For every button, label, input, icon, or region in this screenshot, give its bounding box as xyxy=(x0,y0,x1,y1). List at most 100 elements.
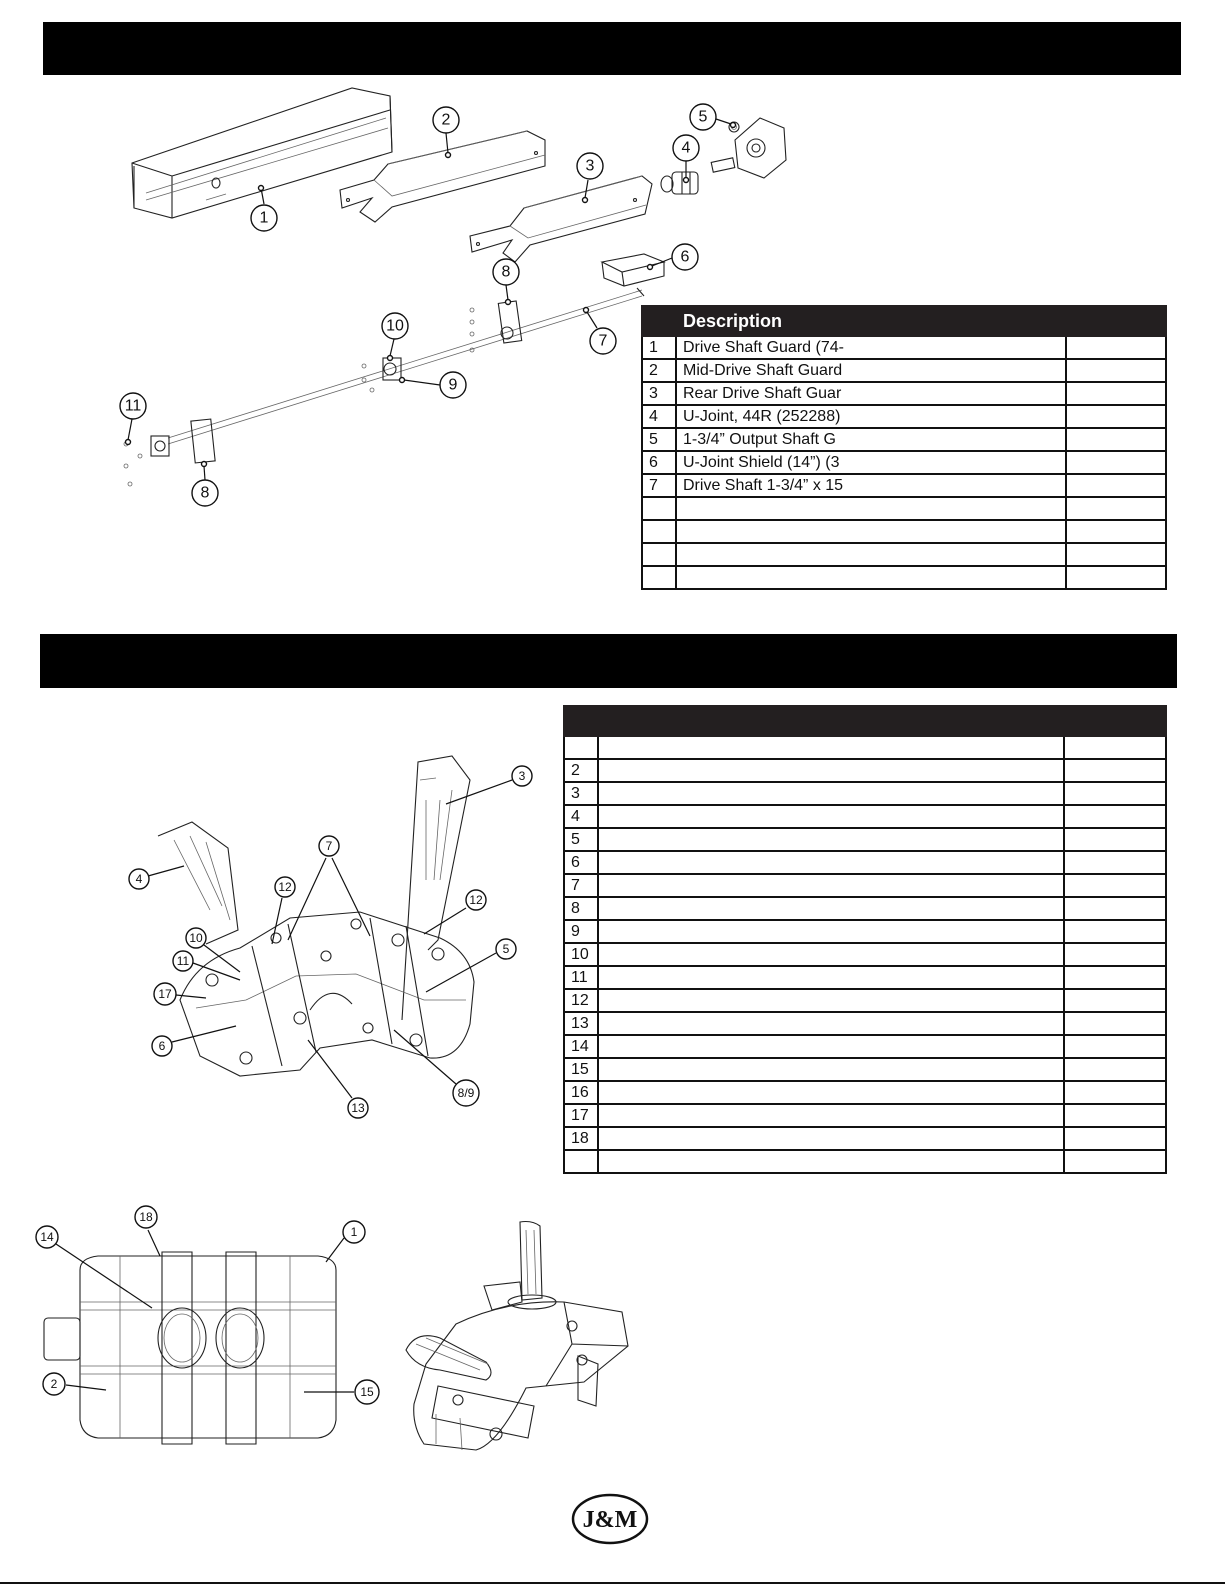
svg-text:4: 4 xyxy=(682,140,691,157)
svg-text:6: 6 xyxy=(159,1039,166,1053)
item-extra xyxy=(1063,850,1167,875)
callout-12-left: 12 xyxy=(271,876,296,945)
table-header-row: Description xyxy=(641,305,1167,337)
svg-text:10: 10 xyxy=(189,931,203,945)
item-number: 11 xyxy=(563,965,599,990)
table-row: 11 xyxy=(563,965,1167,990)
output-shaft-gearbox-drawing xyxy=(728,117,787,179)
callout-9: 9 xyxy=(398,371,467,399)
svg-text:2: 2 xyxy=(51,1377,58,1391)
item-extra xyxy=(1063,735,1167,760)
item-number: 2 xyxy=(563,758,599,783)
item-number: 10 xyxy=(563,942,599,967)
callout-5: 5 xyxy=(689,103,737,131)
svg-text:8: 8 xyxy=(502,264,511,281)
gearbox-iso-drawing xyxy=(405,1220,629,1451)
callout-6: 6 xyxy=(646,243,699,271)
item-extra xyxy=(1063,988,1167,1013)
item-number: 15 xyxy=(563,1057,599,1082)
table-row: 12 xyxy=(563,988,1167,1013)
table-row: 13 xyxy=(563,1011,1167,1036)
item-description xyxy=(597,850,1065,875)
callout-1: 1 xyxy=(250,184,278,232)
item-number xyxy=(641,519,677,544)
item-number: 2 xyxy=(641,358,677,383)
section-banner-top xyxy=(43,22,1181,75)
item-number xyxy=(641,565,677,590)
item-description xyxy=(675,542,1067,567)
svg-text:J&M: J&M xyxy=(583,1507,638,1533)
item-extra xyxy=(1065,381,1167,406)
table-row xyxy=(641,542,1167,567)
header-cell-number xyxy=(641,305,677,337)
gearbox-drawing xyxy=(157,755,475,1077)
item-extra xyxy=(1065,335,1167,360)
item-extra xyxy=(1063,758,1167,783)
mid-drive-shaft-guard-drawing xyxy=(339,130,546,223)
item-description xyxy=(597,827,1065,852)
item-number: 7 xyxy=(641,473,677,498)
gearbox-isometric-diagram xyxy=(405,1220,629,1451)
table-row: 7 xyxy=(563,873,1167,898)
table-row: 8 xyxy=(563,896,1167,921)
table-row: 17 xyxy=(563,1103,1167,1128)
item-number xyxy=(563,1149,599,1174)
table-row: 15 xyxy=(563,1057,1167,1082)
callout-8-lower: 8 xyxy=(191,460,219,507)
item-extra xyxy=(1063,1057,1167,1082)
header-cell-blank xyxy=(1065,305,1167,337)
item-extra xyxy=(1065,565,1167,590)
item-extra xyxy=(1063,1034,1167,1059)
gearbox-top-drawing xyxy=(43,1251,337,1445)
table-row: 9 xyxy=(563,919,1167,944)
item-extra xyxy=(1063,965,1167,990)
callout-6: 6 xyxy=(151,1025,237,1057)
item-extra xyxy=(1063,827,1167,852)
table-row xyxy=(641,565,1167,590)
table-row: 10 xyxy=(563,942,1167,967)
item-number: 18 xyxy=(563,1126,599,1151)
section-banner-middle xyxy=(40,634,1177,688)
item-description xyxy=(597,896,1065,921)
gearbox-assembly-diagram: 3 7 4 12 12 10 5 11 17 6 8/9 13 xyxy=(128,755,533,1119)
item-extra xyxy=(1063,804,1167,829)
svg-text:4: 4 xyxy=(136,872,143,886)
item-number xyxy=(641,542,677,567)
u-joint-shield-drawing xyxy=(600,253,666,287)
item-extra xyxy=(1065,542,1167,567)
item-number: 13 xyxy=(563,1011,599,1036)
item-extra xyxy=(1063,781,1167,806)
item-extra xyxy=(1063,1103,1167,1128)
svg-text:10: 10 xyxy=(386,318,404,335)
item-number: 17 xyxy=(563,1103,599,1128)
item-extra xyxy=(1063,873,1167,898)
item-description: Drive Shaft 1-3/4” x 15 xyxy=(675,473,1067,498)
item-number: 4 xyxy=(563,804,599,829)
item-number: 6 xyxy=(563,850,599,875)
company-logo: J&M xyxy=(571,1493,649,1545)
item-description xyxy=(597,1034,1065,1059)
item-extra xyxy=(1063,1149,1167,1174)
item-description: Mid-Drive Shaft Guard xyxy=(675,358,1067,383)
drive-shaft-exploded-diagram: 1 2 3 4 5 6 7 8 9 10 11 8 xyxy=(119,87,787,507)
item-number: 5 xyxy=(563,827,599,852)
svg-text:15: 15 xyxy=(360,1385,374,1399)
item-description xyxy=(597,873,1065,898)
item-description: 1-3/4” Output Shaft G xyxy=(675,427,1067,452)
table-row xyxy=(641,496,1167,521)
callout-4: 4 xyxy=(672,134,700,184)
callout-10: 10 xyxy=(381,312,409,362)
callout-12-right: 12 xyxy=(423,889,487,935)
drive-shaft-guard-drawing xyxy=(131,87,393,219)
callout-11: 11 xyxy=(172,950,241,981)
callout-1: 1 xyxy=(325,1220,366,1263)
table-row: 5 xyxy=(563,827,1167,852)
gearbox-top-view-diagram: 18 14 1 2 15 xyxy=(35,1205,380,1445)
item-description xyxy=(597,942,1065,967)
item-description xyxy=(597,1011,1065,1036)
svg-text:3: 3 xyxy=(519,769,526,783)
header-cell-description xyxy=(597,705,1065,737)
item-number: 5 xyxy=(641,427,677,452)
callout-2: 2 xyxy=(432,106,460,159)
